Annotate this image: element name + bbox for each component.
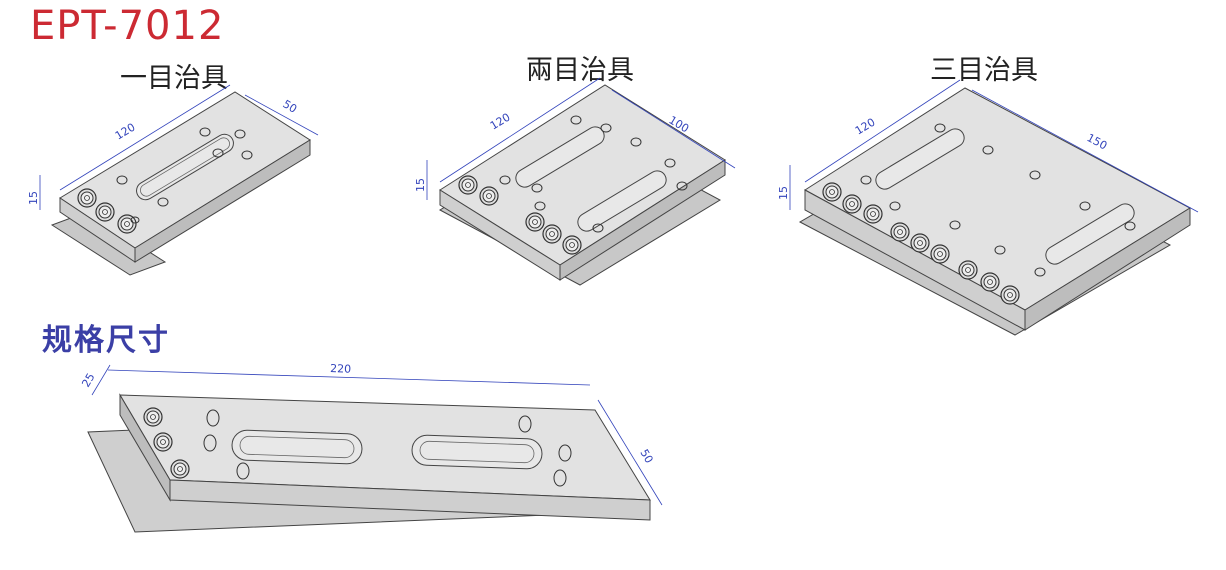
fixture-2-length-label: 120 <box>488 111 513 133</box>
fixture-3-drawing: 120 150 15 <box>777 79 1199 336</box>
fixture-1-height-label: 15 <box>27 191 40 205</box>
fixture-3-height-label: 15 <box>777 186 790 200</box>
spec-height-label: 25 <box>79 371 97 390</box>
model-title: EPT-7012 <box>30 3 225 49</box>
fixture-3-label: 三目治具 <box>930 55 1038 86</box>
spec-drawing: 220 50 25 <box>79 362 663 533</box>
fixture-1-drawing: 120 50 15 <box>27 84 319 276</box>
fixture-2-height-label: 15 <box>414 178 427 192</box>
spec-heading: 规格尺寸 <box>42 323 170 358</box>
spec-width-label: 50 <box>637 447 655 466</box>
spec-length-label: 220 <box>330 362 351 376</box>
fixture-3-width-label: 150 <box>1085 131 1110 152</box>
fixture-1-label: 一目治具 <box>120 63 228 94</box>
fixture-3-length-label: 120 <box>853 116 878 138</box>
fixture-1-length-label: 120 <box>113 121 138 143</box>
fixture-1-width-label: 50 <box>280 97 299 115</box>
fixture-2-drawing: 120 100 15 <box>414 77 736 286</box>
fixture-2-label: 兩目治具 <box>526 55 634 86</box>
